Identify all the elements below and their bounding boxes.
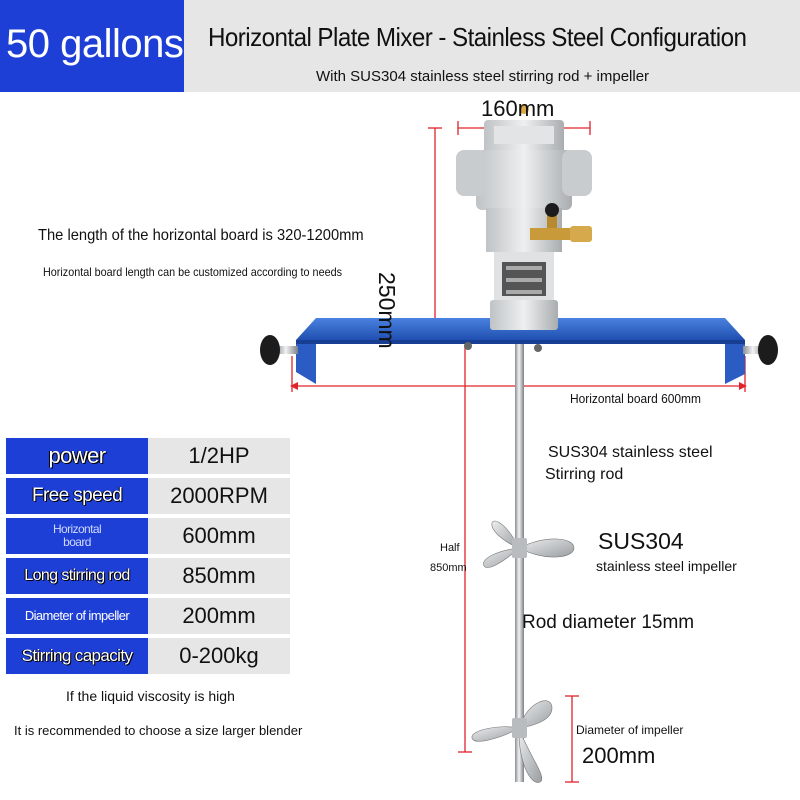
viscosity-note: If the liquid viscosity is high [66, 688, 235, 704]
impeller-name-label: stainless steel impeller [596, 558, 737, 574]
rod-diameter-label: Rod diameter 15mm [522, 612, 695, 633]
spec-key: power [6, 438, 148, 474]
spec-row-stirring-rod: Long stirring rod 850mm [6, 558, 290, 594]
spec-value: 2000RPM [148, 478, 290, 514]
spec-key: Horizontal board [6, 518, 148, 554]
spec-key: Long stirring rod [6, 558, 148, 594]
lower-impeller [471, 700, 553, 783]
spec-value: 850mm [148, 558, 290, 594]
spec-row-free-speed: Free speed 2000RPM [6, 478, 290, 514]
spec-value: 200mm [148, 598, 290, 634]
spec-row-impeller-diameter: Diameter of impeller 200mm [6, 598, 290, 634]
rod-material-label: SUS304 stainless steel [548, 444, 713, 461]
board-custom-note: Horizontal board length can be customize… [43, 265, 342, 279]
spec-key: Free speed [6, 478, 148, 514]
spec-key-line: board [63, 535, 91, 549]
spec-value: 600mm [148, 518, 290, 554]
half-rod-label: Half [440, 542, 460, 554]
spec-value: 0-200kg [148, 638, 290, 674]
spec-value: 1/2HP [148, 438, 290, 474]
spec-row-power: power 1/2HP [6, 438, 290, 474]
impeller-diameter-value: 200mm [582, 743, 656, 768]
size-recommendation-note: It is recommended to choose a size large… [14, 723, 303, 738]
impeller-material-label: SUS304 [598, 528, 684, 554]
spec-key-line: Horizontal [52, 522, 102, 537]
page-subtitle: With SUS304 stainless steel stirring rod… [316, 68, 650, 85]
air-motor [456, 104, 592, 330]
capacity-text: 50 gallons [6, 22, 184, 66]
motor-height-label: 250mm [374, 272, 400, 349]
board-length-label: Horizontal board 600mm [570, 391, 701, 406]
dimension-lines [291, 121, 746, 783]
header-bar: Horizontal Plate Mixer - Stainless Steel… [184, 0, 800, 92]
motor-width-label: 160mm [481, 96, 555, 121]
spec-table: power 1/2HP Free speed 2000RPM Horizonta… [6, 438, 290, 678]
spec-row-horizontal-board: Horizontal board 600mm [6, 518, 290, 554]
spec-key: Diameter of impeller [6, 598, 148, 634]
rod-name-label: Stirring rod [545, 466, 624, 483]
half-rod-length: 850mm [430, 562, 467, 574]
upper-impeller [483, 520, 575, 568]
spec-row-stirring-capacity: Stirring capacity 0-200kg [6, 638, 290, 674]
spec-key: Stirring capacity [6, 638, 148, 674]
stirring-rod [515, 338, 524, 782]
impeller-diameter-label: Diameter of impeller [576, 723, 684, 737]
capacity-badge: 50 gallons [0, 0, 184, 92]
page-title: Horizontal Plate Mixer - Stainless Steel… [208, 22, 747, 52]
board-length-range: The length of the horizontal board is 32… [38, 227, 364, 244]
